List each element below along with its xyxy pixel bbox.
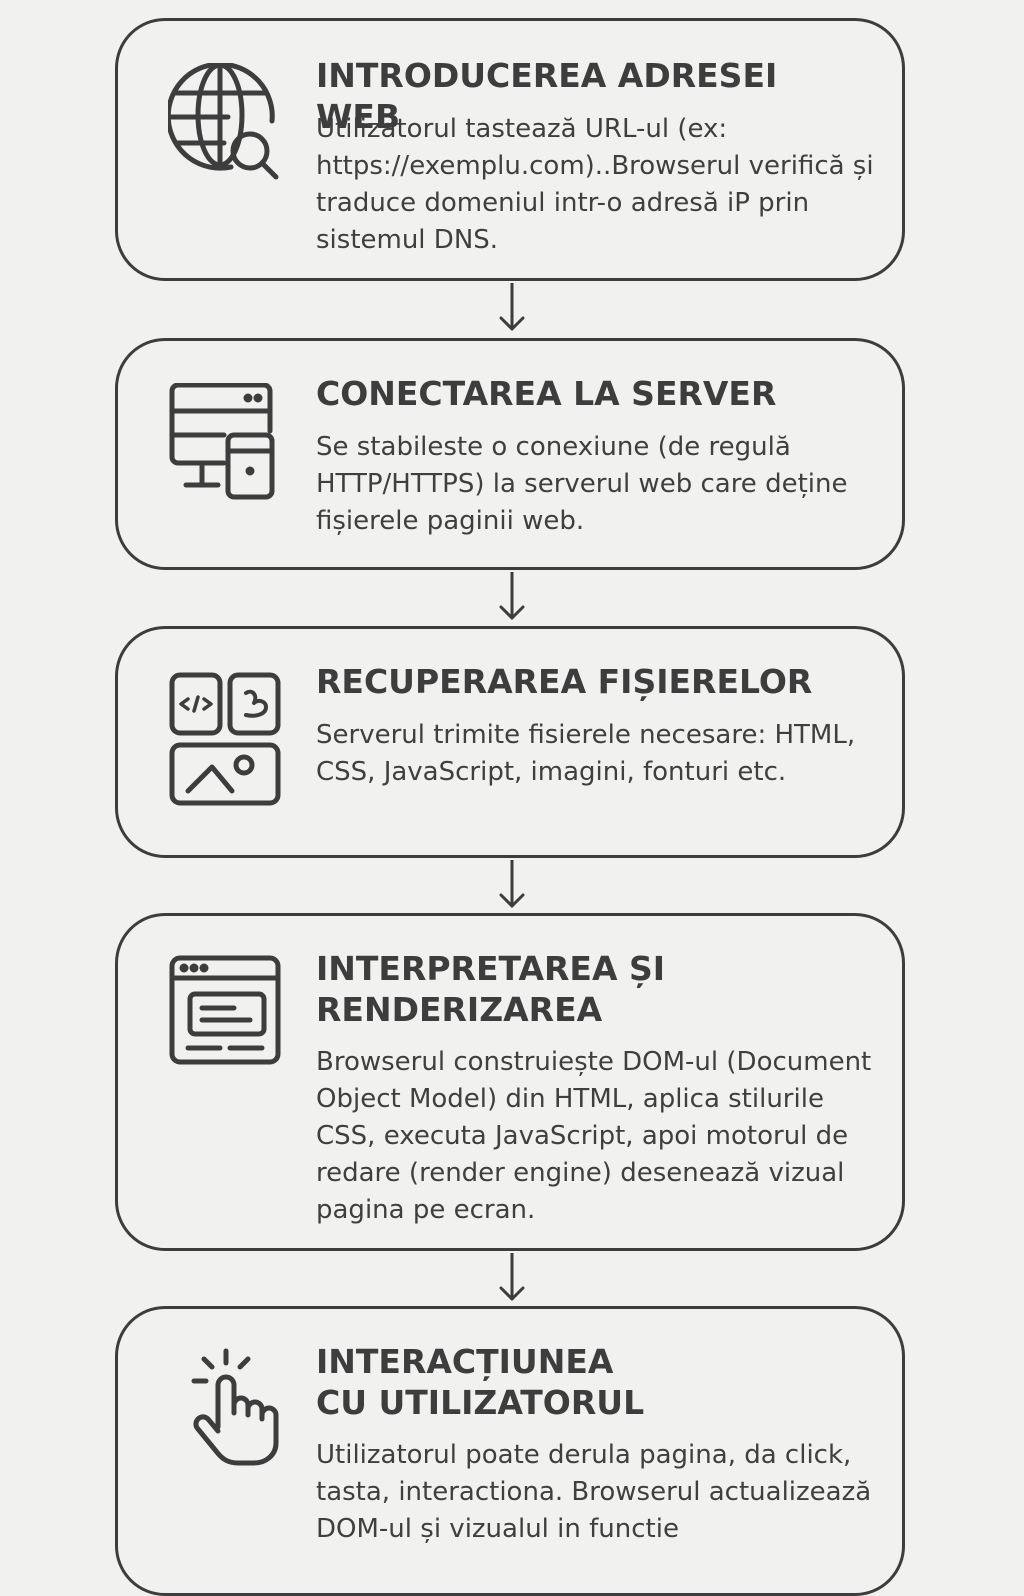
step-card-4: INTERPRETAREA ȘI RENDERIZAREA Browserul …	[115, 913, 905, 1251]
step-title: CONECTAREA LA SERVER	[316, 374, 777, 413]
step-card-3: RECUPERAREA FIȘIERELOR Serverul trimite …	[115, 626, 905, 858]
step-description: Browserul construiește DOM-ul (Document …	[316, 1047, 872, 1225]
step-description: Utilizatorul tastează URL-ul (ex: https:…	[316, 114, 874, 255]
step-card-1: INTRODUCEREA ADRESEI WEB Utilizatorul ta…	[115, 18, 905, 281]
server-devices-icon	[168, 383, 280, 503]
globe-search-icon	[168, 63, 280, 181]
step-title: INTERACȚIUNEA CU UTILIZATORUL	[316, 1342, 645, 1422]
hand-click-icon	[186, 1347, 286, 1467]
arrow-down-icon	[497, 281, 527, 337]
step-title: INTERPRETAREA ȘI RENDERIZAREA	[316, 949, 666, 1029]
step-card-2: CONECTAREA LA SERVER Se stabileste o con…	[115, 338, 905, 570]
step-description: Utilizatorul poate derula pagina, da cli…	[316, 1440, 872, 1544]
files-icon	[168, 671, 282, 807]
step-card-5: INTERACȚIUNEA CU UTILIZATORUL Utilizator…	[115, 1306, 905, 1596]
arrow-down-icon	[497, 858, 527, 914]
step-description: Serverul trimite fisierele necesare: HTM…	[316, 720, 856, 787]
arrow-down-icon	[497, 570, 527, 626]
arrow-down-icon	[497, 1251, 527, 1307]
step-title: RECUPERAREA FIȘIERELOR	[316, 662, 813, 701]
step-title: INTRODUCEREA ADRESEI WEB	[316, 56, 778, 136]
browser-window-icon	[168, 954, 282, 1066]
step-description: Se stabileste o conexiune (de regulă HTT…	[316, 432, 848, 536]
